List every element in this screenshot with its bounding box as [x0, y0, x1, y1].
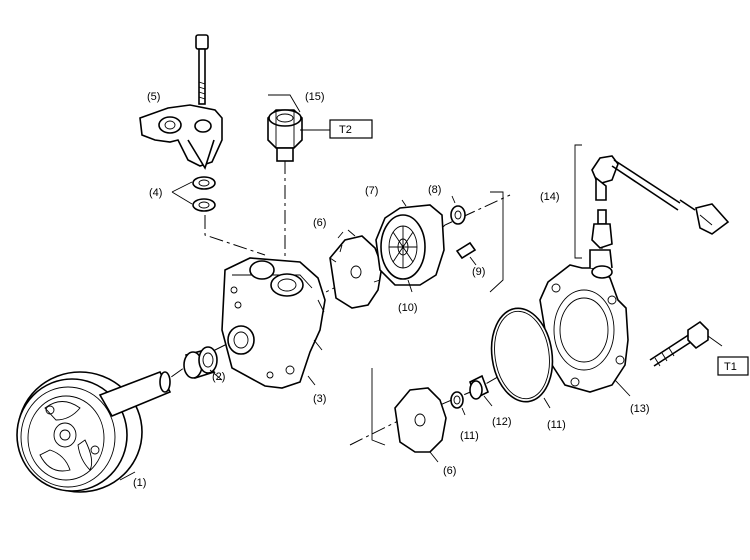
union-fitting: [267, 94, 330, 162]
cover-bolt: [649, 320, 723, 367]
rear-cover: [539, 249, 629, 393]
cam-ring: [375, 204, 445, 286]
pressure-switch-harness: [574, 144, 730, 279]
washers: [171, 176, 216, 212]
bearing: [183, 346, 218, 379]
leader-lines: [119, 195, 631, 481]
label-part-14: (14): [540, 191, 560, 203]
label-part-11-small: (11): [460, 430, 479, 442]
side-plate-lower: [371, 368, 447, 453]
label-part-13: (13): [630, 403, 650, 415]
small-seal-and-pin: [450, 191, 504, 293]
pulley: [16, 370, 172, 493]
bracket-with-bolt: [139, 34, 223, 170]
label-part-10: (10): [398, 302, 418, 314]
o-ring-large: [490, 307, 554, 403]
label-part-2: (2): [212, 371, 225, 383]
label-part-5: (5): [147, 91, 160, 103]
label-part-8: (8): [428, 184, 441, 196]
torque-box-t2: T2: [329, 119, 373, 139]
label-part-3: (3): [313, 393, 326, 405]
pump-body: [221, 257, 326, 389]
label-part-9: (9): [472, 266, 485, 278]
label-part-12: (12): [492, 416, 512, 428]
label-part-11-large: (11): [547, 419, 566, 431]
label-part-1: (1): [133, 477, 146, 489]
label-part-6-lower: (6): [443, 465, 456, 477]
label-part-7: (7): [365, 185, 378, 197]
side-plate-upper: [329, 231, 383, 309]
label-part-6-upper: (6): [313, 217, 326, 229]
label-part-4: (4): [149, 187, 162, 199]
torque-label-t2: T2: [339, 124, 352, 136]
torque-box-t1: T1: [717, 356, 749, 376]
part-labels: (1) (2) (3) (4) (5) (6) (7) (8) (9) (10)…: [133, 91, 650, 489]
torque-label-t1: T1: [724, 361, 737, 373]
label-part-15: (15): [305, 91, 325, 103]
connector-and-seal: [450, 374, 490, 409]
